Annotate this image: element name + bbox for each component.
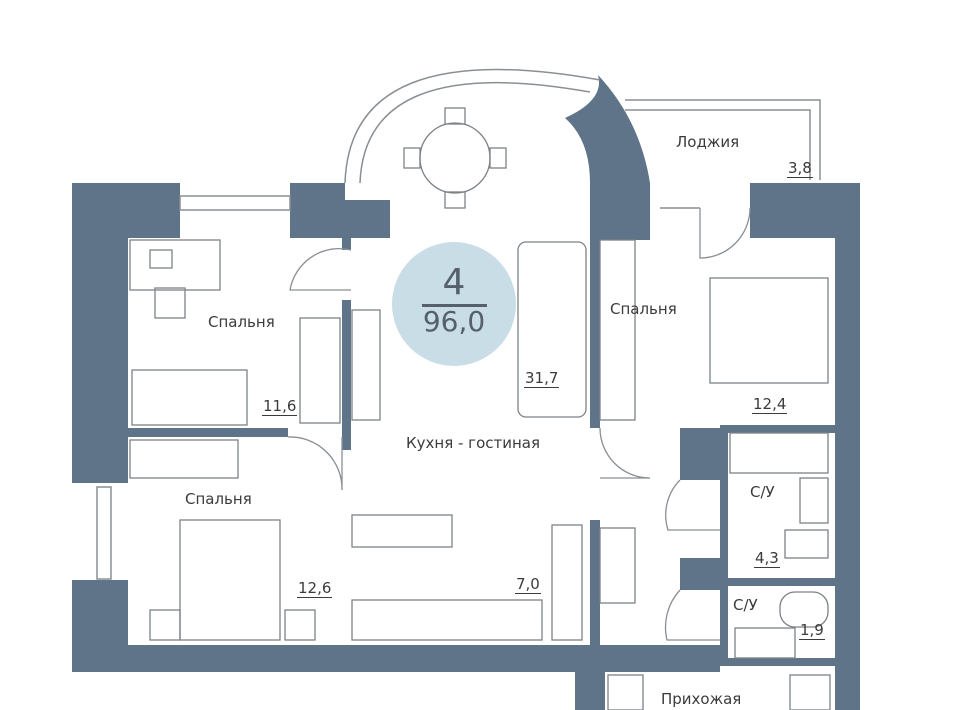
bed-icon: [131, 369, 248, 426]
laptop-icon: [149, 249, 173, 269]
room-area-loggia: 3,8: [787, 159, 813, 178]
room-label-bedroom-1: Спальня: [208, 313, 275, 331]
divider: [422, 304, 487, 307]
room-label-loggia: Лоджия: [676, 133, 740, 151]
room-label-bath-1: С/У: [750, 483, 775, 501]
room-area-bedroom-3: 12,4: [752, 395, 788, 414]
room-label-bedroom-3: Спальня: [610, 300, 677, 318]
room-area-kitchen: 7,0: [515, 575, 541, 594]
room-label-living: Кухня - гостиная: [406, 434, 540, 452]
room-label-bath-2: С/У: [733, 596, 758, 614]
hanger-icon: [789, 674, 831, 710]
room-area-bedroom-2: 12,6: [297, 579, 333, 598]
room-label-bedroom-2: Спальня: [185, 490, 252, 508]
doors: [287, 207, 751, 641]
furniture: [129, 107, 831, 710]
room-area-bath-2: 1,9: [799, 621, 825, 640]
total-area: 96,0: [422, 305, 486, 338]
wardrobe-icon: [599, 239, 636, 421]
double-bed-icon: [179, 519, 281, 641]
bed-icon: [709, 277, 829, 384]
walls: [72, 75, 860, 710]
rooms-count: 4: [442, 262, 466, 303]
windows: [96, 68, 821, 580]
kitchen-island-icon: [351, 514, 453, 548]
room-area-living: 31,7: [524, 369, 560, 388]
sofa-icon: [517, 241, 587, 418]
sink-icon: [799, 477, 829, 524]
room-area-bath-1: 4,3: [754, 549, 780, 568]
room-area-bedroom-1: 11,6: [262, 397, 298, 416]
apartment-summary-badge: 4 96,0: [392, 242, 516, 366]
bathtub-icon: [729, 432, 829, 474]
chair-icon: [154, 287, 186, 319]
tv-icon: [351, 309, 381, 421]
toilet-icon: [779, 591, 829, 628]
kitchen-counter-icon: [351, 599, 543, 641]
dining-table-icon: [419, 122, 491, 194]
room-label-hall: Прихожая: [661, 690, 742, 708]
sink-icon: [734, 627, 796, 659]
toilet-icon: [784, 529, 829, 559]
